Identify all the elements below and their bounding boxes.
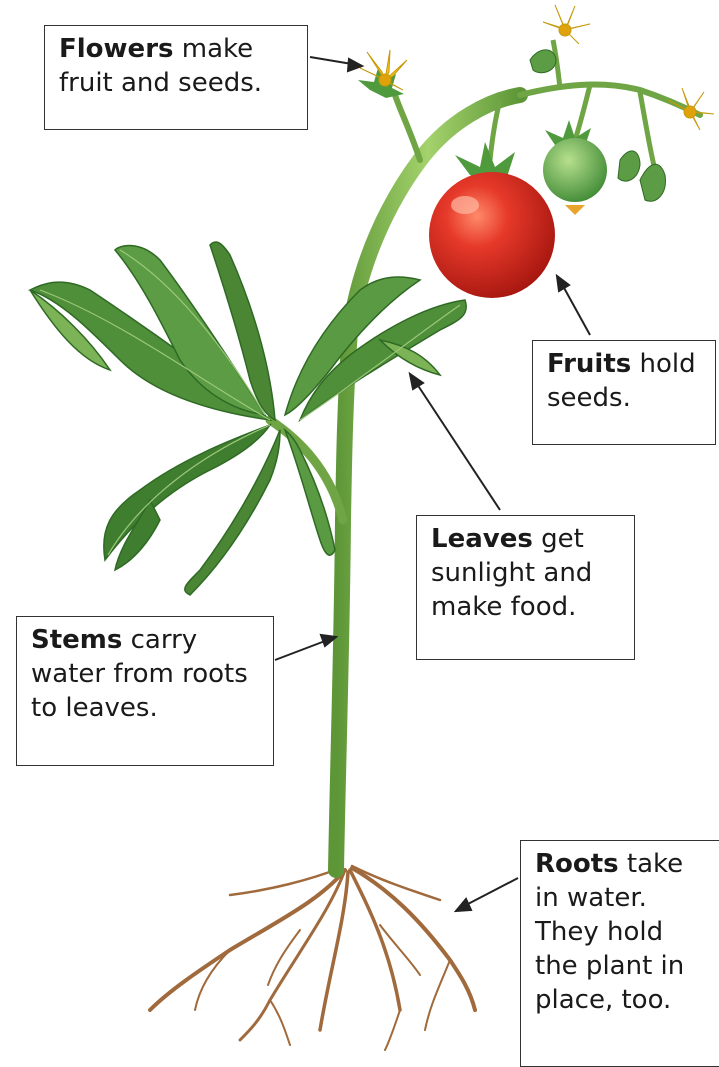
label-fruits-term: Fruits [547,349,631,379]
label-roots: Roots take in water. They hold the plant… [520,840,719,1067]
label-roots-term: Roots [535,849,619,879]
label-stems: Stems carry water from roots to leaves. [16,616,274,766]
pointer-arrows [275,57,590,911]
red-tomato [429,172,555,298]
label-flowers-term: Flowers [59,34,174,64]
label-flowers: Flowers make fruit and seeds. [44,25,308,130]
label-stems-term: Stems [31,625,122,655]
label-leaves: Leaves get sunlight and make food. [416,515,635,660]
label-leaves-term: Leaves [431,524,533,554]
green-tomato [543,138,607,215]
label-fruits: Fruits hold seeds. [532,340,716,445]
roots [150,866,475,1050]
leaves [30,242,466,595]
